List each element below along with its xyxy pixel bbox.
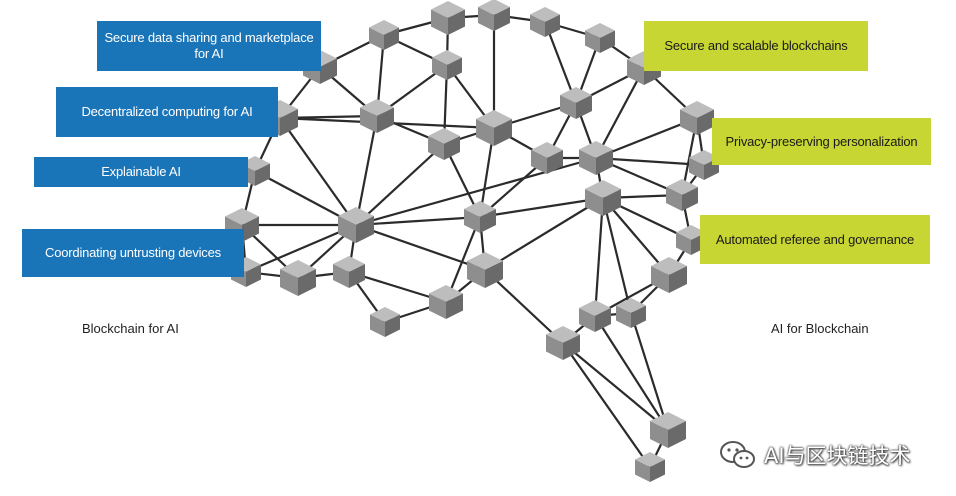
cube-node xyxy=(650,412,686,448)
cube-node xyxy=(666,179,698,211)
network-edge xyxy=(355,223,486,272)
cube-node xyxy=(369,20,399,50)
network-edge xyxy=(245,223,357,274)
label-automated-referee-governance: Automated referee and governance xyxy=(700,215,930,264)
network-edge xyxy=(355,215,481,227)
network-edge xyxy=(355,143,445,226)
label-coordinating-untrusting-devices: Coordinating untrusting devices xyxy=(22,229,244,277)
label-secure-scalable-blockchains: Secure and scalable blockchains xyxy=(644,21,868,71)
cube-node xyxy=(428,128,460,160)
network-edge xyxy=(484,269,564,344)
cube-node xyxy=(530,7,560,37)
cube-node xyxy=(338,207,374,243)
cube-node xyxy=(431,1,465,35)
cube-node xyxy=(531,142,563,174)
cube-node xyxy=(651,257,687,293)
network-edge xyxy=(595,67,645,159)
network-edge xyxy=(562,342,669,431)
cube-node xyxy=(579,300,611,332)
cube-node xyxy=(370,307,400,337)
cube-node xyxy=(467,252,503,288)
wechat-icon xyxy=(720,441,755,468)
network-edge xyxy=(593,197,605,317)
network-edge xyxy=(594,315,669,431)
network-edge xyxy=(354,115,379,226)
label-explainable-ai: Explainable AI xyxy=(34,157,248,187)
cube-node xyxy=(464,201,496,233)
cube-node xyxy=(616,298,646,328)
network-edge xyxy=(629,312,670,431)
network-edge xyxy=(602,197,670,276)
cube-node xyxy=(429,285,463,319)
network-edge xyxy=(543,21,578,104)
cube-node xyxy=(360,99,394,133)
cube-node xyxy=(476,110,512,146)
cube-node xyxy=(280,260,316,296)
watermark: AI与区块链技术 xyxy=(718,438,911,472)
cube-node xyxy=(560,87,592,119)
cube-node xyxy=(546,326,580,360)
cube-node xyxy=(432,50,462,80)
network-edge xyxy=(484,197,604,271)
label-secure-data-sharing: Secure data sharing and marketplace for … xyxy=(97,21,321,71)
cube-node xyxy=(635,452,665,482)
cube-node xyxy=(680,101,714,135)
network-edges xyxy=(240,13,706,468)
label-decentralized-computing: Decentralized computing for AI xyxy=(56,87,278,137)
watermark-text: AI与区块链技术 xyxy=(764,444,911,468)
network-edge xyxy=(601,197,633,314)
network-edge xyxy=(562,342,651,468)
cube-node xyxy=(585,23,615,53)
cube-node xyxy=(579,141,613,175)
caption-blockchain-for-ai: Blockchain for AI xyxy=(82,321,179,336)
cube-node xyxy=(333,256,365,288)
caption-ai-for-blockchain: AI for Blockchain xyxy=(771,321,869,336)
network-edge xyxy=(479,196,604,219)
cube-node xyxy=(585,180,621,216)
network-edge xyxy=(279,117,357,226)
label-privacy-preserving-personalization: Privacy-preserving personalization xyxy=(712,118,931,165)
network-edge xyxy=(595,156,705,167)
cube-node xyxy=(478,0,510,31)
